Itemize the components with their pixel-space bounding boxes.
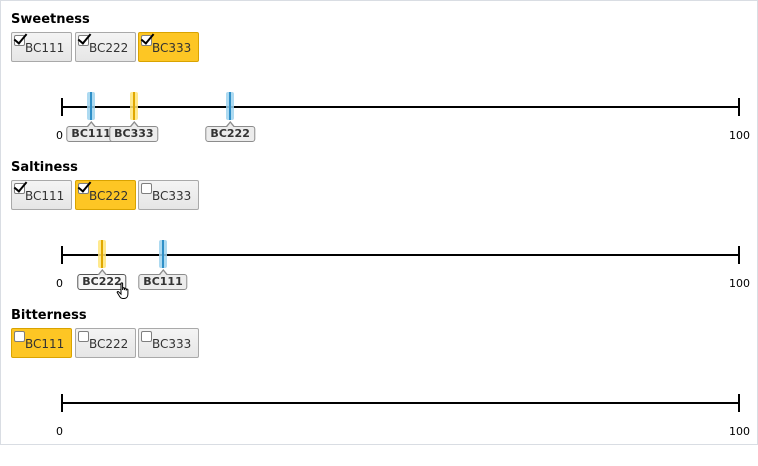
toggle-button-bc111[interactable]: BC111 — [11, 328, 72, 358]
hand-cursor-icon — [116, 282, 129, 299]
toggle-label: BC111 — [25, 189, 65, 203]
toggle-label: BC222 — [89, 41, 129, 55]
section-title: Sweetness — [11, 12, 90, 27]
toggle-label: BC111 — [25, 41, 65, 55]
marker-line — [162, 240, 165, 268]
toggle-button-bc333[interactable]: BC333 — [138, 30, 199, 62]
marker-label[interactable]: BC222 — [77, 269, 127, 290]
toggle-button-bc111[interactable]: BC111 — [11, 30, 72, 62]
toggle-label: BC333 — [152, 337, 192, 351]
toggle-button-bc222[interactable]: BC222 — [75, 30, 136, 62]
scale-end-cap — [738, 394, 740, 412]
scale-start-cap — [61, 98, 63, 116]
toggle-button-bc222[interactable]: BC222 — [75, 178, 136, 210]
checkbox-icon[interactable] — [141, 183, 152, 194]
sample-marker-bc333[interactable] — [129, 92, 139, 120]
toggle-label: BC222 — [89, 189, 129, 203]
checkbox-icon[interactable] — [77, 30, 92, 46]
section-title: Saltiness — [11, 160, 78, 175]
checkbox-icon[interactable] — [77, 178, 92, 194]
sample-marker-bc222[interactable] — [97, 240, 107, 268]
checkbox-icon[interactable] — [13, 178, 28, 194]
marker-line — [90, 92, 93, 120]
marker-label[interactable]: BC333 — [109, 121, 159, 142]
toggle-label: BC111 — [25, 337, 65, 351]
scale-max-label: 100 — [729, 129, 750, 142]
scale-max-label: 100 — [729, 277, 750, 290]
marker-label[interactable]: BC222 — [205, 121, 255, 142]
checkbox-icon[interactable] — [13, 30, 28, 46]
scale-min-label: 0 — [56, 129, 63, 142]
scale-axis — [62, 106, 740, 108]
panel-frame — [0, 0, 758, 445]
scale-min-label: 0 — [56, 425, 63, 438]
sample-marker-bc111[interactable] — [86, 92, 96, 120]
scale-axis — [62, 402, 740, 404]
toggle-label: BC222 — [89, 337, 129, 351]
marker-line — [132, 92, 135, 120]
marker-label[interactable]: BC111 — [138, 269, 188, 290]
scale-axis — [62, 254, 740, 256]
toggle-button-bc222[interactable]: BC222 — [75, 328, 136, 358]
scale-max-label: 100 — [729, 425, 750, 438]
rating-scale: 0 100 BC222 BC111 — [0, 238, 758, 318]
toggle-label: BC333 — [152, 41, 192, 55]
scale-start-cap — [61, 246, 63, 264]
rating-scale: 0 100 — [0, 386, 758, 466]
scale-start-cap — [61, 394, 63, 412]
marker-line — [229, 92, 232, 120]
marker-line — [101, 240, 103, 268]
toggle-label: BC333 — [152, 189, 192, 203]
checkbox-icon[interactable] — [140, 30, 155, 46]
scale-min-label: 0 — [56, 277, 63, 290]
checkbox-icon[interactable] — [141, 331, 152, 342]
checkbox-icon[interactable] — [14, 331, 25, 342]
sample-marker-bc111[interactable] — [158, 240, 168, 268]
sample-marker-bc222[interactable] — [225, 92, 235, 120]
toggle-button-bc333[interactable]: BC333 — [138, 328, 199, 358]
scale-end-cap — [738, 246, 740, 264]
toggle-button-bc111[interactable]: BC111 — [11, 178, 72, 210]
toggle-button-bc333[interactable]: BC333 — [138, 180, 199, 210]
scale-end-cap — [738, 98, 740, 116]
section-title: Bitterness — [11, 308, 87, 323]
checkbox-icon[interactable] — [78, 331, 89, 342]
